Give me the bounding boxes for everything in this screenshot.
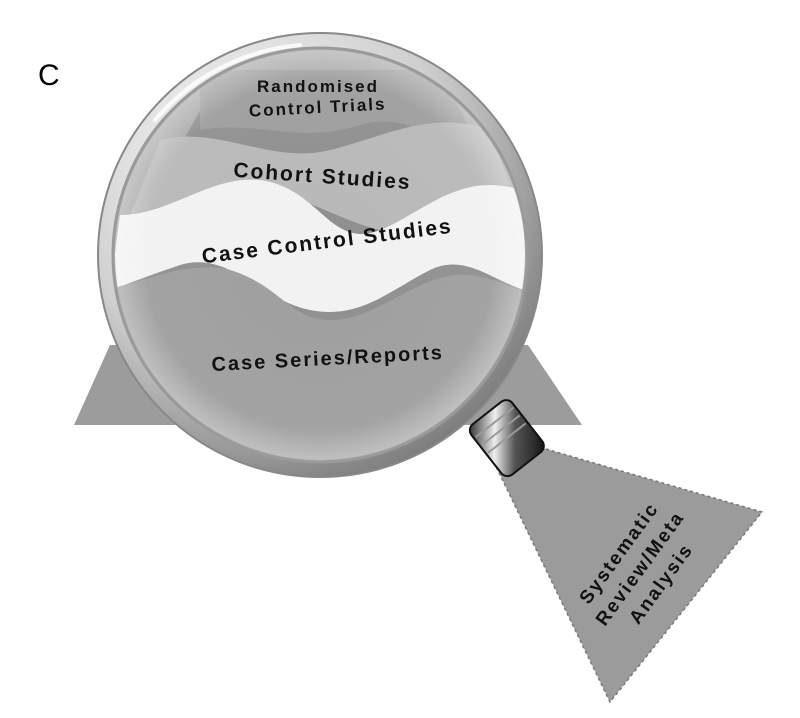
lens-ferrule [468, 399, 545, 478]
rim-highlight [153, 43, 302, 122]
handle-cone [486, 441, 764, 704]
panel-label: C [38, 59, 60, 92]
layer-label-rct-line-1: Randomised [257, 77, 379, 96]
lens-contents [115, 50, 525, 460]
